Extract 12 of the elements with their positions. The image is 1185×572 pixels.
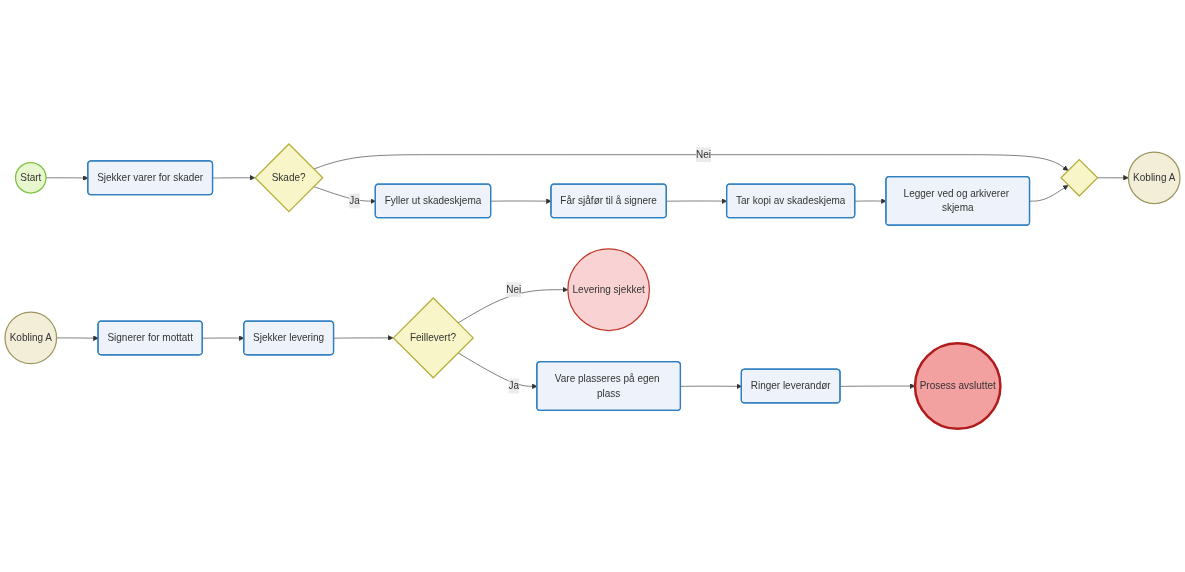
edge-label: Nei — [696, 148, 712, 160]
edge-label: Nei — [506, 283, 522, 295]
edge-label: Ja — [349, 194, 360, 206]
node-circle: Kobling A — [1127, 151, 1181, 204]
node-diamond — [1060, 158, 1099, 197]
node-diamond: Feillevert? — [392, 296, 475, 379]
node-circle: Kobling A — [4, 311, 58, 364]
node-circle: Prosess avsluttet — [913, 341, 1002, 430]
node-diamond: Skade? — [254, 142, 324, 213]
node-circle: Levering sjekket — [567, 247, 651, 331]
node-circle: Start — [14, 161, 47, 194]
edge-label: Ja — [508, 380, 520, 391]
